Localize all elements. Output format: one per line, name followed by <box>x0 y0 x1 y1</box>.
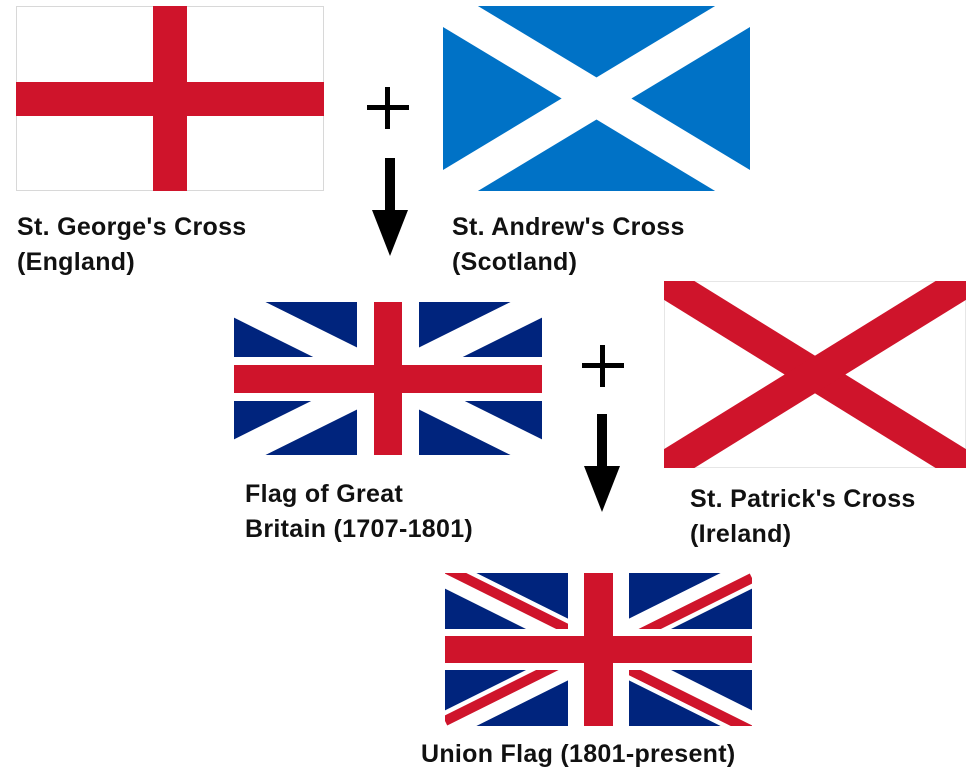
st-george-label-line2: (England) <box>17 248 135 276</box>
down-arrow-icon <box>372 158 408 256</box>
st-george-horizontal-bar <box>16 82 324 116</box>
st-andrew-label: St. Andrew's Cross (Scotland) <box>452 210 685 280</box>
st-george-label: St. George's Cross (England) <box>17 210 246 280</box>
plus-sign-icon <box>367 87 409 129</box>
down-arrow-icon-2 <box>584 414 620 512</box>
union-flag-label-line1: Union Flag (1801-present) <box>421 740 736 768</box>
st-andrew-label-line2: (Scotland) <box>452 248 578 276</box>
st-patrick-label-line1: St. Patrick's Cross <box>690 485 916 513</box>
great-britain-label-line1: Flag of Great <box>245 480 404 508</box>
st-patrick-label-line2: (Ireland) <box>690 520 792 548</box>
st-andrews-cross-flag <box>443 6 750 191</box>
union-flag-label: Union Flag (1801-present) <box>421 737 736 772</box>
st-andrew-label-line1: St. Andrew's Cross <box>452 213 685 241</box>
st-patrick-label: St. Patrick's Cross (Ireland) <box>690 482 916 552</box>
great-britain-label-line2: Britain (1707-1801) <box>245 515 474 543</box>
st-georges-cross-flag <box>16 6 324 191</box>
plus-sign-icon-2 <box>582 345 624 387</box>
st-george-label-line1: St. George's Cross <box>17 213 247 241</box>
great-britain-label: Flag of Great Britain (1707-1801) <box>245 477 473 547</box>
great-britain-flag <box>234 302 542 455</box>
union-flag <box>445 573 752 726</box>
st-patricks-cross-flag <box>664 281 966 468</box>
